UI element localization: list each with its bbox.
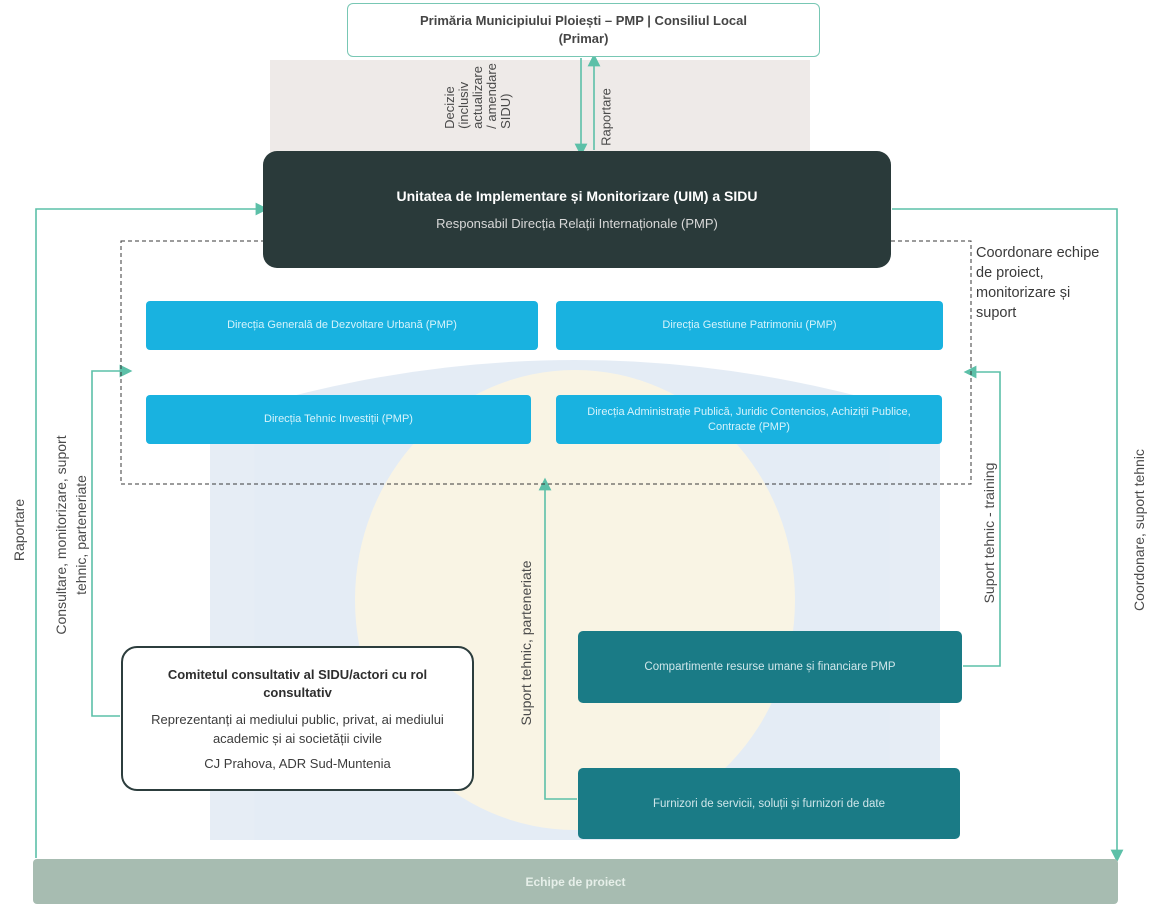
consultative-committee-box: Comitetul consultativ al SIDU/actori cu … [121, 646, 474, 791]
decizie-line5: SIDU) [498, 93, 513, 129]
direction-public-administration: Direcția Administrație Publică, Juridic … [556, 395, 942, 444]
raportare-left-line [35, 202, 269, 858]
reporting-top-label: Raportare [598, 88, 614, 146]
support-partnerships-label: Suport tehnic, parteneriate [518, 560, 534, 726]
committee-members: CJ Prahova, ADR Sud-Muntenia [204, 756, 391, 771]
decizie-line2: (inclusiv [456, 81, 471, 129]
committee-title: Comitetul consultativ al SIDU/actori cu … [167, 667, 428, 700]
training-line [963, 365, 1001, 667]
uim-title: Unitatea de Implementare și Monitorizare… [396, 188, 758, 204]
coordonare-suport-line [892, 208, 1124, 863]
uim-subtitle: Responsabil Direcția Relații Internațion… [436, 216, 718, 231]
consultation-line1: Consultare, monitorizare, suport [53, 435, 69, 635]
reporting-left-label: Raportare [11, 498, 27, 562]
decizie-line3: actualizare [470, 66, 485, 129]
decizie-line4: / amendare [484, 63, 499, 129]
providers-line [538, 477, 577, 800]
hr-finance-box: Compartimente resurse umane și financiar… [578, 631, 962, 703]
direction-technical-investments: Direcția Tehnic Investiții (PMP) [146, 395, 531, 444]
coordination-support-label: Coordonare, suport tehnic [1131, 449, 1147, 611]
project-teams-bar: Echipe de proiect [33, 859, 1118, 904]
coordination-label: Coordonare echipe de proiect, monitoriza… [976, 245, 1100, 321]
decizie-line1: Decizie [442, 86, 457, 129]
primaria-line1: Primăria Municipiului Ploiești – PMP | C… [419, 13, 748, 28]
directions-group-outline [120, 240, 972, 485]
direction-patrimony: Direcția Gestiune Patrimoniu (PMP) [556, 301, 943, 350]
primaria-line2: (Primar) [558, 31, 609, 46]
uim-box: Unitatea de Implementare și Monitorizare… [263, 151, 891, 268]
primaria-box: Primăria Municipiului Ploiești – PMP | C… [347, 3, 820, 57]
support-training-label: Suport tehnic - training [981, 462, 997, 604]
consultation-line2: tehnic, parteneriate [73, 475, 89, 595]
direction-urban-development: Direcția Generală de Dezvoltare Urbană (… [146, 301, 538, 350]
consultare-line [91, 364, 133, 717]
committee-description: Reprezentanți ai mediului public, privat… [151, 712, 444, 746]
providers-box: Furnizori de servicii, soluții și furniz… [578, 768, 960, 839]
